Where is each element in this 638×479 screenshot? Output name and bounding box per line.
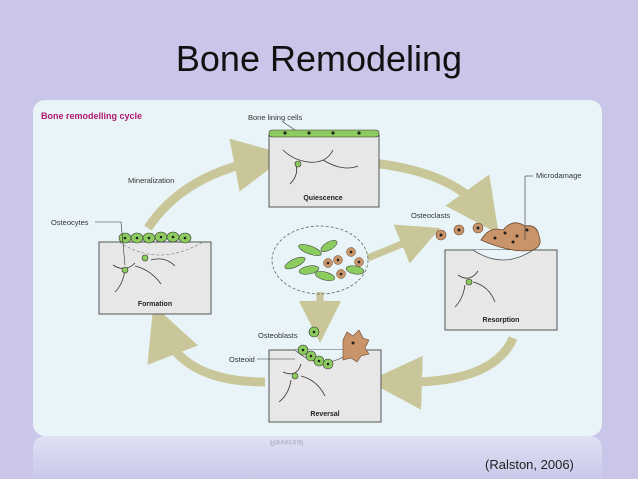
diagram-heading: Bone remodelling cycle [41, 111, 142, 121]
diagram-panel: Bone remodelling cycle Quiescence Bone l… [33, 100, 602, 436]
stage-label-quiescence: Quiescence [303, 195, 342, 202]
free-osteoclasts [435, 222, 484, 241]
label-bone-lining-cells: Bone lining cells [248, 113, 302, 122]
stage-label-formation: Formation [138, 301, 172, 308]
stage-label-reversal: Reversal [310, 411, 339, 418]
label-mineralization: Mineralization [128, 176, 174, 185]
arrow-resorption-to-reversal [368, 336, 518, 410]
progenitor-cells-circle [271, 225, 369, 295]
arrow-reversal-to-formation [147, 304, 266, 387]
label-microdamage: Microdamage [536, 171, 581, 180]
panel-reflection [33, 436, 602, 479]
label-osteoid: Osteoid [229, 355, 255, 364]
reflection-label: Reversal [270, 438, 304, 447]
bone-remodeling-diagram: Bone remodelling cycle Quiescence Bone l… [41, 111, 581, 423]
cycle-arrows [144, 138, 518, 410]
formation-cells [118, 231, 192, 244]
osteoblast-cells [297, 326, 370, 370]
label-osteocytes: Osteocytes [51, 218, 89, 227]
citation: (Ralston, 2006) [485, 457, 574, 472]
slide-title: Bone Remodeling [175, 38, 463, 79]
formation-block: Formation [98, 231, 212, 315]
arrow-quiescence-to-resorption [362, 157, 499, 234]
quiescence-block: Quiescence [268, 129, 380, 208]
label-osteoblasts: Osteoblasts [258, 331, 298, 340]
resorption-block: Resorption [444, 222, 558, 331]
stage-label-resorption: Resorption [483, 317, 520, 324]
label-osteoclasts: Osteoclasts [411, 211, 450, 220]
arrow-formation-to-quiescence [144, 138, 288, 231]
arrow-center-to-osteoclasts [366, 224, 441, 264]
